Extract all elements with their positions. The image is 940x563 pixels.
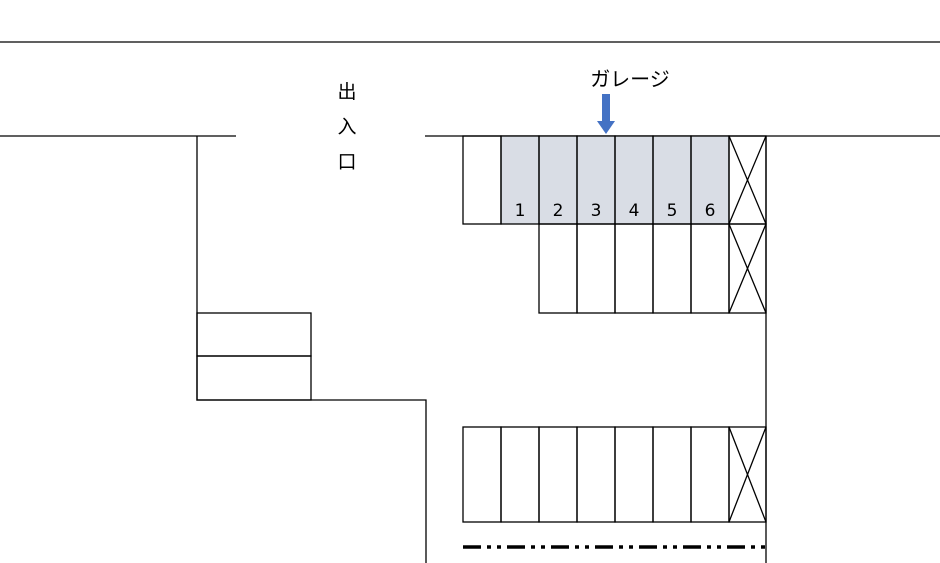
space-number-4: 4 bbox=[629, 201, 640, 221]
left-parking-space-lower bbox=[196, 355, 312, 401]
down-arrow-icon bbox=[597, 94, 615, 134]
parking-space[interactable] bbox=[500, 426, 540, 523]
parking-row-top bbox=[462, 135, 767, 225]
left-parking-space-upper bbox=[196, 312, 312, 357]
parking-row-middle bbox=[538, 223, 767, 314]
x-cross-icon bbox=[728, 135, 767, 225]
parking-space[interactable] bbox=[576, 223, 616, 314]
x-cross-icon bbox=[728, 223, 767, 314]
parking-space[interactable] bbox=[462, 426, 502, 523]
space-number-3: 3 bbox=[591, 201, 602, 221]
parking-space[interactable] bbox=[576, 426, 616, 523]
entrance-label-char-1: 出 bbox=[337, 81, 356, 103]
parking-space[interactable] bbox=[690, 426, 730, 523]
parking-space[interactable] bbox=[538, 223, 578, 314]
parking-space[interactable] bbox=[614, 223, 654, 314]
parking-space[interactable] bbox=[652, 426, 692, 523]
parking-space[interactable] bbox=[538, 426, 578, 523]
parking-row-bottom bbox=[462, 426, 767, 523]
entrance-label-char-3: 口 bbox=[337, 151, 356, 173]
entrance-label-char-2: 入 bbox=[337, 116, 356, 138]
parking-space[interactable] bbox=[690, 223, 730, 314]
parking-space[interactable] bbox=[614, 426, 654, 523]
parking-space[interactable] bbox=[652, 223, 692, 314]
garage-label: ガレージ bbox=[590, 67, 670, 91]
parking-space-end bbox=[462, 135, 502, 225]
space-number-2: 2 bbox=[553, 201, 564, 221]
x-cross-icon bbox=[728, 426, 767, 523]
space-number-1: 1 bbox=[515, 201, 526, 221]
space-number-6: 6 bbox=[705, 201, 716, 221]
space-number-5: 5 bbox=[667, 201, 678, 221]
